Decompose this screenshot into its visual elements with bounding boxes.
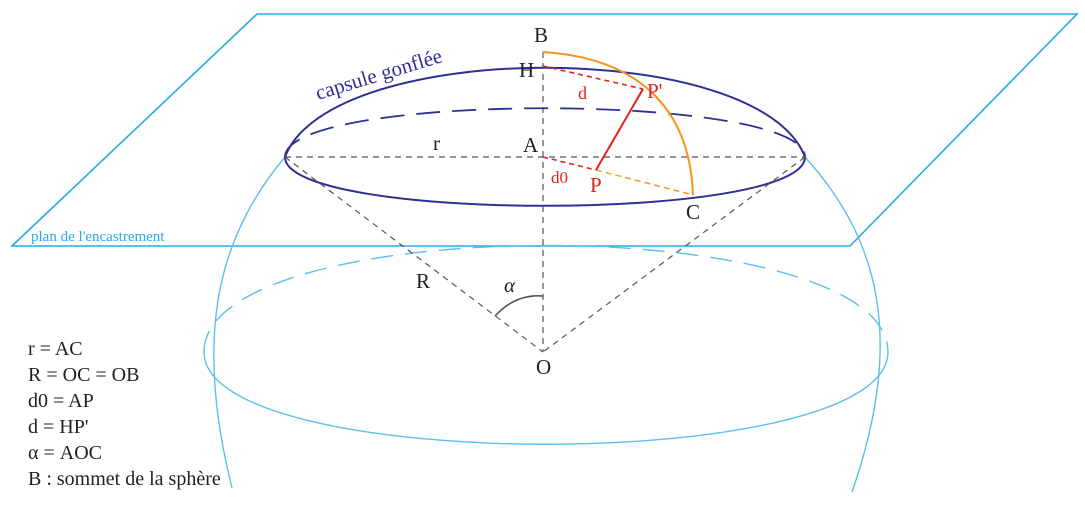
label-R: R (416, 269, 430, 293)
sphere-equator-front (203, 351, 889, 445)
segment-HP-prime (542, 65, 644, 90)
line-R (284, 156, 544, 353)
capsule-base-back (284, 107, 806, 158)
label-C: C (686, 200, 700, 224)
label-capsule: capsule gonflée (312, 43, 444, 104)
arc-BC (542, 51, 694, 196)
legend-item: d0 = AP (28, 390, 94, 412)
label-plane: plan de l'encastrement (31, 229, 165, 245)
label-P-prime: P' (647, 79, 662, 103)
line-OC (542, 156, 806, 353)
label-P: P (590, 173, 602, 197)
sphere-outline-right (804, 156, 881, 493)
label-A: A (523, 133, 539, 157)
legend-item: R = OC = OB (28, 364, 140, 386)
embedding-plane (9, 13, 1079, 247)
label-O: O (536, 355, 551, 379)
capsule-base-front (284, 156, 806, 207)
label-d0: d0 (551, 168, 568, 187)
label-d: d (578, 83, 587, 103)
label-alpha: α (504, 273, 516, 297)
segment-PP-prime (595, 88, 644, 171)
angle-alpha-arc (494, 295, 544, 317)
legend-item: B : sommet de la sphère (28, 468, 221, 490)
legend-item: d = HP' (28, 416, 89, 438)
sphere-outline (213, 156, 286, 489)
label-H: H (519, 58, 534, 82)
label-B: B (534, 23, 548, 47)
legend-item: α = AOC (28, 442, 102, 464)
label-r: r (433, 131, 440, 155)
legend-item: r = AC (28, 338, 83, 360)
line-PC (595, 169, 694, 196)
legend: r = AC R = OC = OB d0 = AP d = HP' α = A… (28, 336, 221, 492)
capsule-dome (284, 66, 806, 158)
segment-AP (542, 156, 597, 171)
sphere-equator-back (203, 244, 889, 353)
